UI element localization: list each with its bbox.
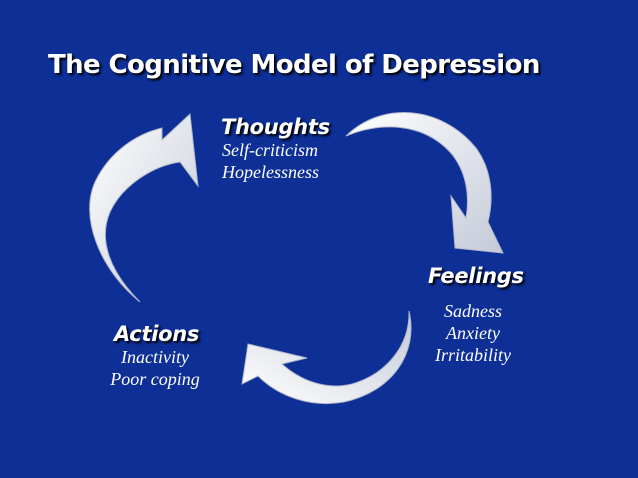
thoughts-items: Self-criticism Hopelessness — [221, 139, 330, 183]
thoughts-item: Hopelessness — [222, 162, 319, 182]
feelings-item: Irritability — [435, 345, 511, 365]
feelings-item: Sadness — [444, 301, 502, 321]
thoughts-heading: Thoughts — [221, 115, 330, 139]
actions-heading: Actions — [114, 322, 200, 346]
thoughts-item: Self-criticism — [222, 140, 318, 160]
arrow-actions-to-thoughts — [89, 112, 199, 303]
node-actions: Actions Inactivity Poor coping — [100, 322, 210, 390]
feelings-heading: Feelings — [428, 264, 524, 288]
arrow-feelings-to-actions — [241, 310, 412, 405]
feelings-item: Anxiety — [446, 323, 500, 343]
actions-item: Poor coping — [110, 369, 200, 389]
node-thoughts: Thoughts Self-criticism Hopelessness — [221, 115, 330, 183]
actions-items: Inactivity Poor coping — [100, 346, 210, 390]
node-feelings: Feelings Sadness Anxiety Irritability — [428, 264, 532, 366]
actions-item: Inactivity — [121, 347, 189, 367]
slide-title: The Cognitive Model of Depression — [48, 50, 540, 80]
arrow-thoughts-to-feelings — [345, 112, 504, 254]
feelings-items: Sadness Anxiety Irritability — [418, 300, 528, 366]
